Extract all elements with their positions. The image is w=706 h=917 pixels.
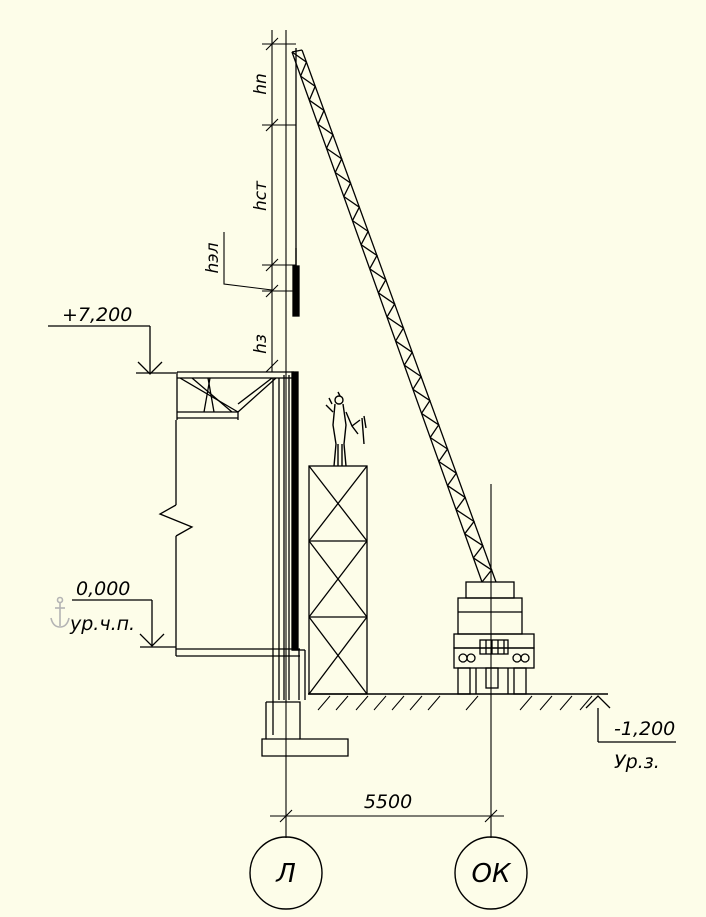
level-ground-note: Ур.з. xyxy=(614,751,660,773)
building-frame xyxy=(158,371,349,757)
level-floor-label: 0,000 xyxy=(76,578,130,600)
dim-hel-label: hэл xyxy=(203,242,223,273)
level-top-label: +7,200 xyxy=(62,304,132,326)
dim-hn-label: hn xyxy=(251,73,271,95)
dim-hst-label: hст xyxy=(251,180,271,211)
dim-hz-label: hз xyxy=(251,334,271,354)
level-floor-marker xyxy=(72,599,176,648)
axis-circle-right xyxy=(454,836,528,910)
level-top-marker xyxy=(48,325,176,375)
vertical-dimensions xyxy=(223,30,296,373)
level-floor-note: ур.ч.п. xyxy=(69,613,135,635)
anchor-icon xyxy=(50,596,70,628)
axis-circle-left xyxy=(249,836,323,910)
axis-lines xyxy=(270,30,504,838)
level-ground-label: -1,200 xyxy=(614,718,675,740)
level-ground-marker xyxy=(585,695,676,743)
axis-label-right: ОК xyxy=(472,859,512,889)
axis-label-left: Л xyxy=(275,859,296,889)
worker-figure xyxy=(325,391,367,467)
span-dimension-label: 5500 xyxy=(364,791,412,813)
boom-lattice xyxy=(291,51,493,583)
